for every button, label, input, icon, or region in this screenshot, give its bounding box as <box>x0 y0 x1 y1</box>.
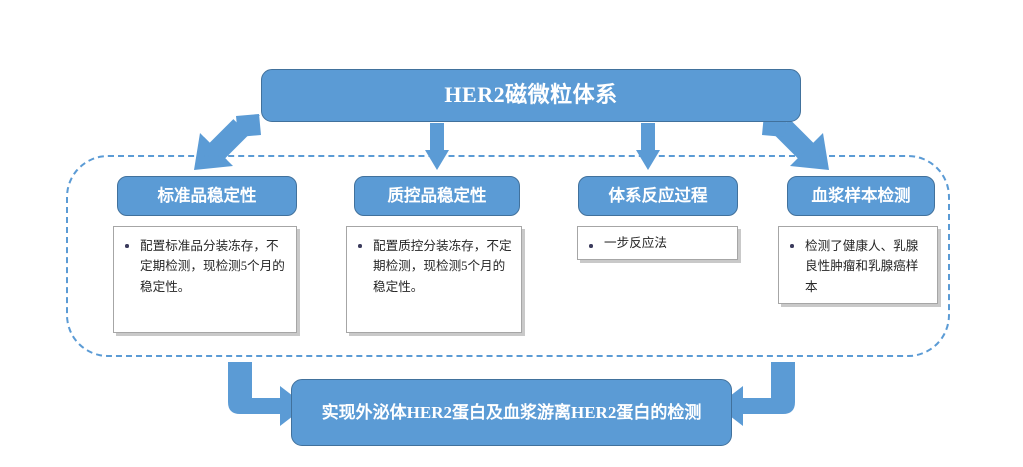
title-box: HER2磁微粒体系 <box>261 69 801 122</box>
bullet-list: 检测了健康人、乳腺良性肿瘤和乳腺癌样本 <box>785 236 929 297</box>
list-item: 配置质控分装冻存，不定期检测，现检测5个月的稳定性。 <box>353 236 513 297</box>
section-header-label: 质控品稳定性 <box>387 186 487 206</box>
section-header-label: 血浆样本检测 <box>811 186 911 206</box>
section-content-reaction-process: 一步反应法 <box>577 226 738 260</box>
list-item: 配置标准品分装冻存，不定期检测，现检测5个月的稳定性。 <box>120 236 288 297</box>
section-header-reaction-process: 体系反应过程 <box>578 176 738 216</box>
list-item: 一步反应法 <box>584 236 729 251</box>
bullet-list: 配置质控分装冻存，不定期检测，现检测5个月的稳定性。 <box>353 236 513 297</box>
list-item: 检测了健康人、乳腺良性肿瘤和乳腺癌样本 <box>785 236 929 297</box>
section-content-qc-stability: 配置质控分装冻存，不定期检测，现检测5个月的稳定性。 <box>346 226 522 333</box>
section-header-label: 标准品稳定性 <box>157 186 257 206</box>
title-label: HER2磁微粒体系 <box>444 82 618 108</box>
bullet-list: 配置标准品分装冻存，不定期检测，现检测5个月的稳定性。 <box>120 236 288 297</box>
section-content-standard-stability: 配置标准品分装冻存，不定期检测，现检测5个月的稳定性。 <box>113 226 297 333</box>
section-header-label: 体系反应过程 <box>608 186 708 206</box>
section-header-plasma-sample-testing: 血浆样本检测 <box>787 176 935 216</box>
conclusion-box: 实现外泌体HER2蛋白及血浆游离HER2蛋白的检测 <box>291 379 732 446</box>
section-content-plasma-sample-testing: 检测了健康人、乳腺良性肿瘤和乳腺癌样本 <box>778 226 938 304</box>
dashed-group-container <box>66 155 950 357</box>
section-header-standard-stability: 标准品稳定性 <box>117 176 297 216</box>
conclusion-label: 实现外泌体HER2蛋白及血浆游离HER2蛋白的检测 <box>321 402 702 422</box>
bullet-list: 一步反应法 <box>584 236 729 251</box>
section-header-qc-stability: 质控品稳定性 <box>354 176 520 216</box>
